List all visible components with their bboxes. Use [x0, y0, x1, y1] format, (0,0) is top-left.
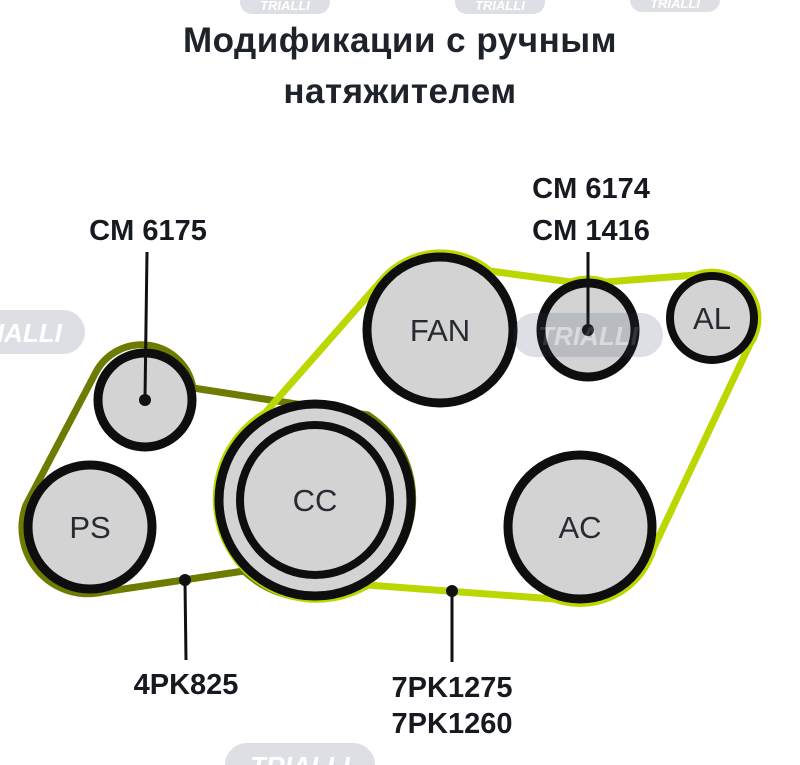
- pulley-label-fan: FAN: [410, 313, 470, 348]
- watermark-left: TRIALLI: [0, 310, 85, 354]
- pulley-al: [666, 272, 758, 364]
- pulley-cc-inner: [236, 421, 394, 579]
- pulley-label-ac: AC: [558, 510, 601, 545]
- svg-text:TRIALLI: TRIALLI: [0, 318, 63, 348]
- callout-cm6174: CM 6174: [532, 173, 650, 205]
- svg-text:TRIALLI: TRIALLI: [650, 0, 700, 11]
- page-title-line2: натяжителем: [283, 71, 517, 111]
- pointer-line-belt-rear: [183, 581, 188, 661]
- pointer-dot-idler: [582, 324, 594, 336]
- pulley-fan: [362, 252, 518, 408]
- svg-text:TRIALLI: TRIALLI: [538, 321, 638, 351]
- pulley-ac: [503, 450, 657, 604]
- watermark-top-2: TRIALLI: [455, 0, 545, 14]
- callout-4pk825: 4PK825: [134, 669, 239, 701]
- pulley-label-al: AL: [693, 301, 731, 336]
- page-title-line1: Модификации с ручным: [182, 21, 618, 60]
- watermark-bottom: TRIALLI: [225, 743, 375, 765]
- watermark-top-1: TRIALLI: [240, 0, 330, 14]
- callout-7pk1260: 7PK1260: [392, 708, 513, 740]
- watermark-top-3: TRIALLI: [630, 0, 720, 12]
- svg-text:TRIALLI: TRIALLI: [475, 0, 525, 13]
- svg-text:TRIALLI: TRIALLI: [250, 751, 350, 765]
- page-title: Модификации с ручным натяжителем: [0, 16, 800, 118]
- pulley-ps: [23, 460, 157, 594]
- callout-7pk1275: 7PK1275: [392, 672, 513, 704]
- callout-cm6175: CM 6175: [89, 215, 207, 247]
- pointer-dot-belt-rear: [179, 574, 191, 586]
- pulley-label-cc: CC: [293, 483, 338, 518]
- watermark-center: TRIALLI: [513, 313, 663, 357]
- callout-cm1416: CM 1416: [532, 215, 650, 247]
- pointer-dot-tensioner: [139, 394, 151, 406]
- pointer-line-tensioner: [143, 251, 149, 400]
- pointer-dot-belt-front: [446, 585, 458, 597]
- pulley-label-ps: PS: [69, 510, 110, 545]
- svg-text:TRIALLI: TRIALLI: [260, 0, 310, 13]
